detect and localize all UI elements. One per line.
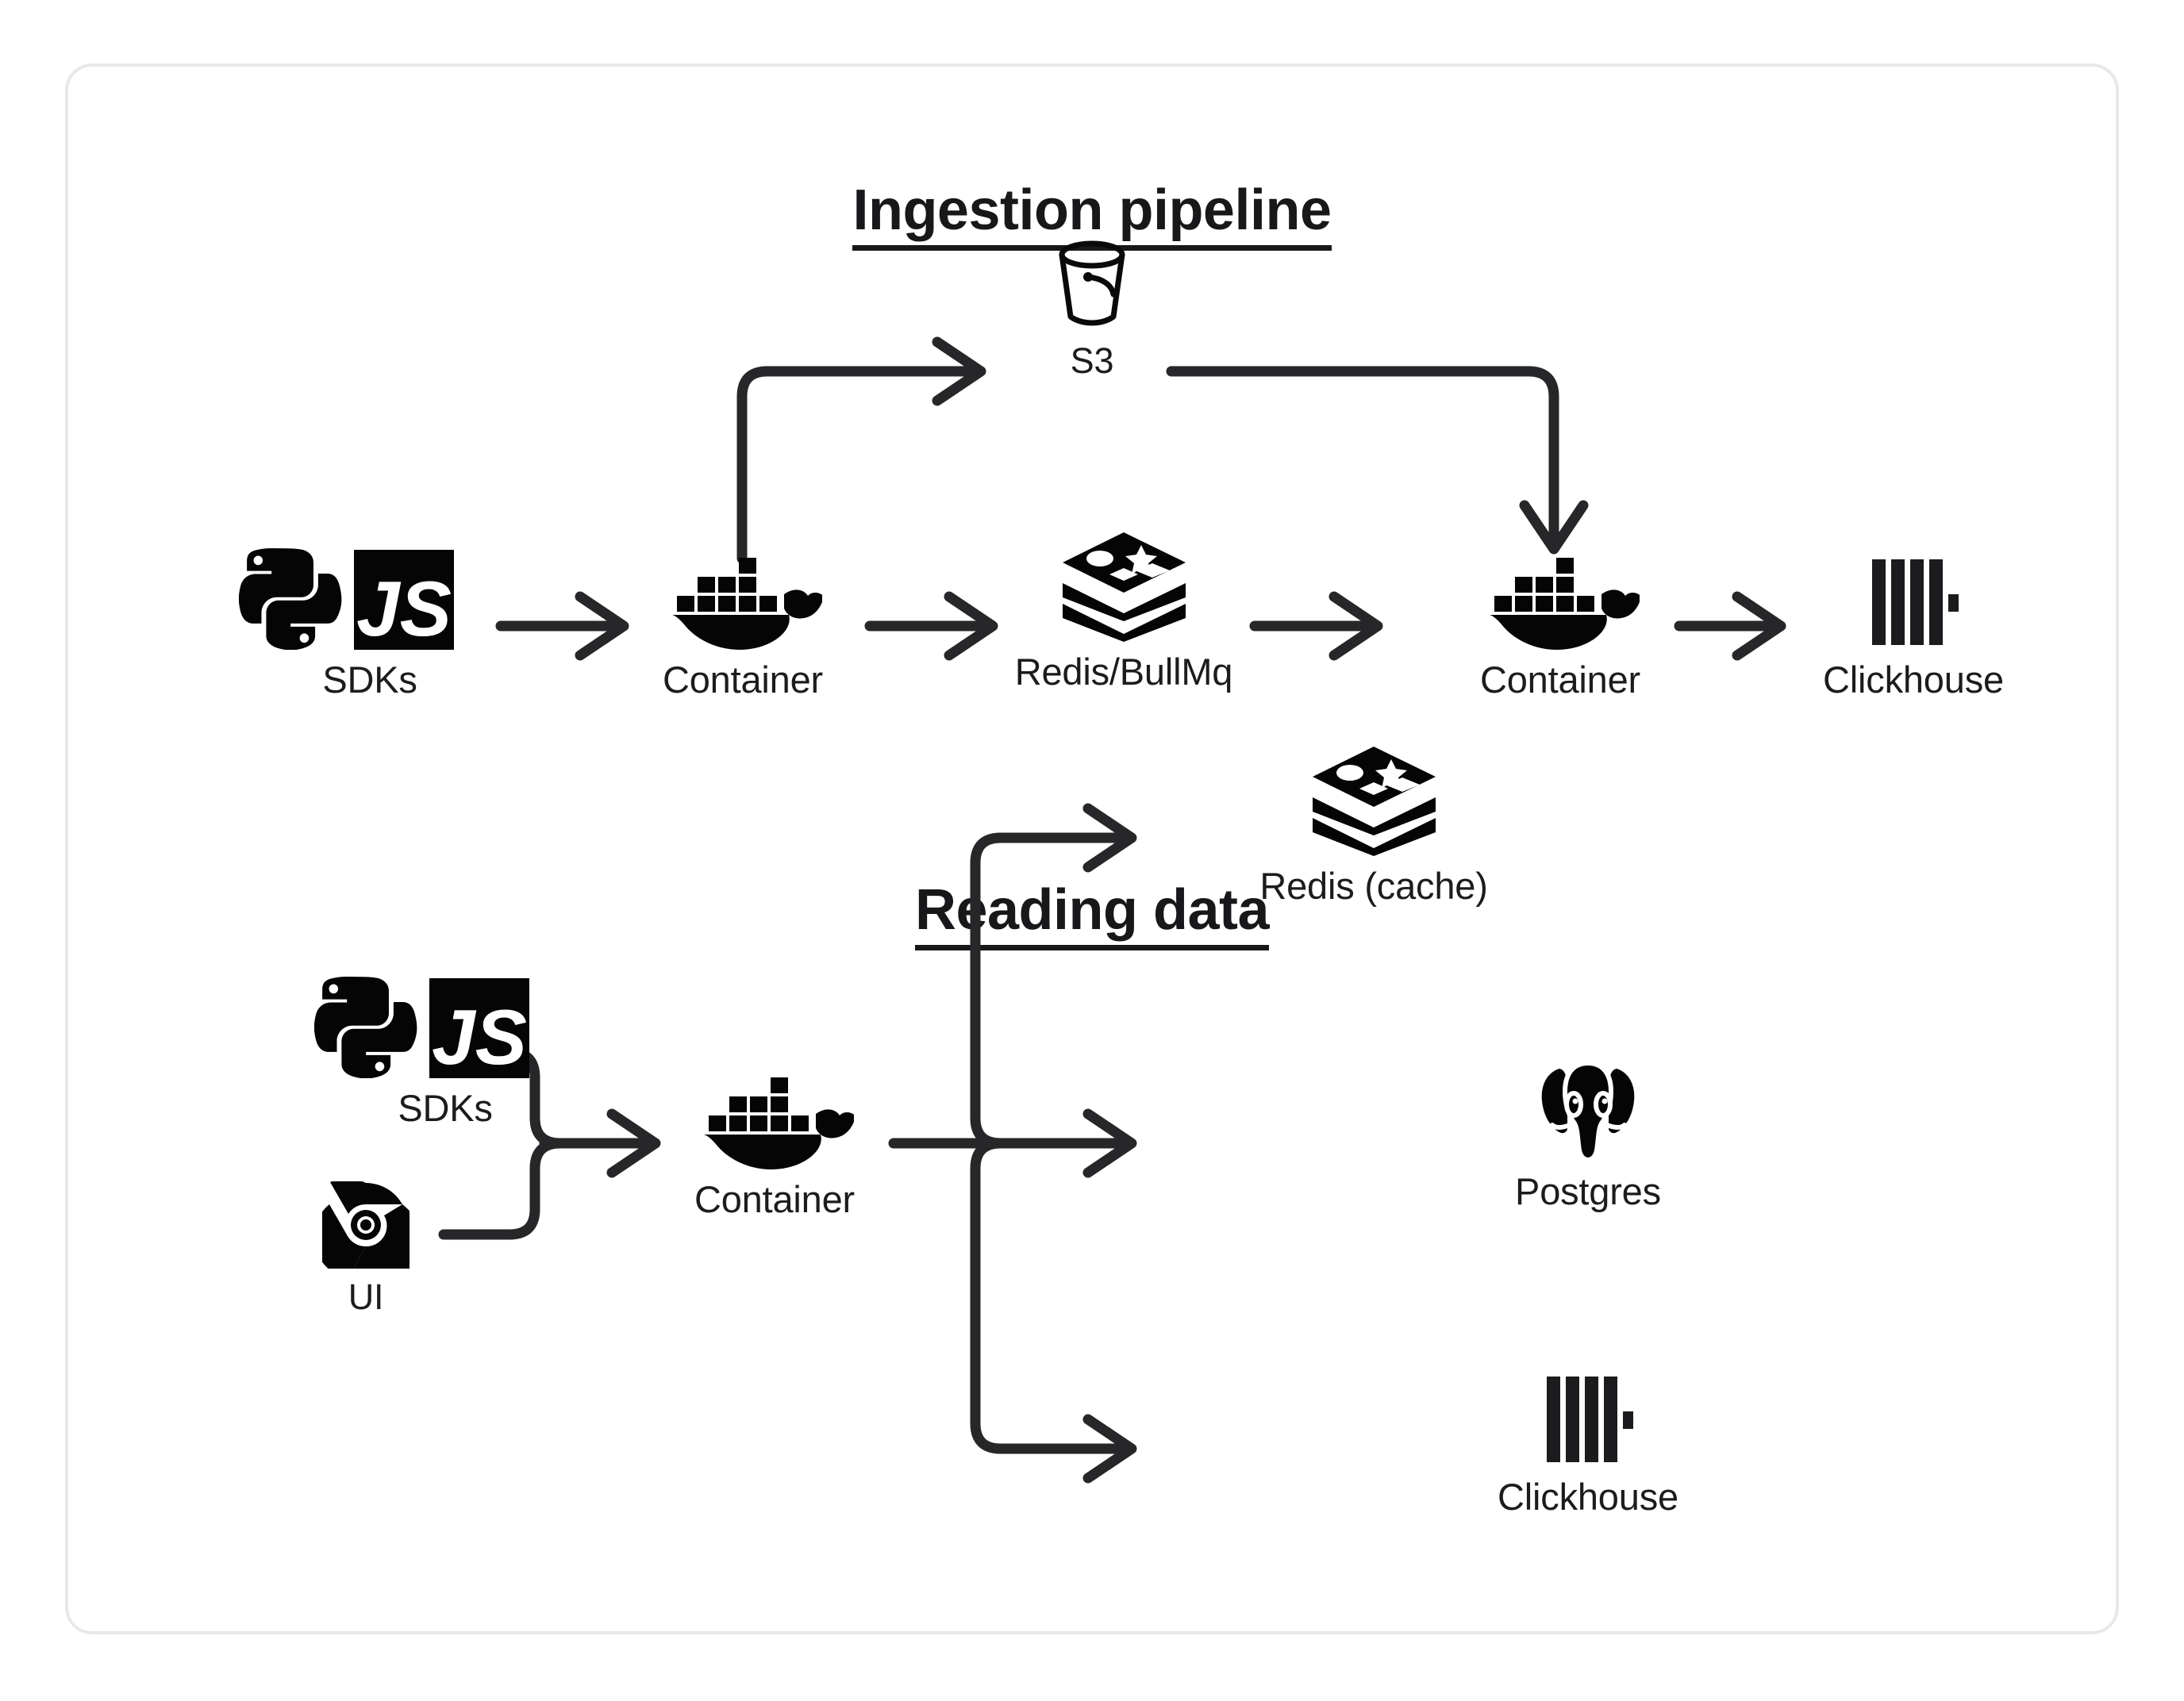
chrome-browser-icon bbox=[322, 1173, 410, 1269]
redis-stack-icon bbox=[1059, 523, 1190, 642]
python-js-logos-icon: JS bbox=[239, 531, 501, 650]
node-redis-bullmq: Redis/BullMq bbox=[993, 523, 1255, 693]
node-label: S3 bbox=[1070, 340, 1114, 381]
node-label: Container bbox=[663, 659, 823, 701]
edge-junction-postgres-head bbox=[1082, 1108, 1137, 1178]
node-label: SDKs bbox=[322, 659, 417, 701]
docker-whale-icon bbox=[1481, 531, 1640, 650]
edge-junction-clickhouse-head bbox=[1082, 1414, 1137, 1484]
postgres-elephant-icon bbox=[1535, 1042, 1642, 1162]
node-label: UI bbox=[348, 1277, 384, 1317]
redis-stack-icon bbox=[1309, 737, 1440, 856]
node-label: Container bbox=[1480, 659, 1640, 701]
s3-bucket-icon bbox=[1040, 237, 1144, 332]
node-label: Postgres bbox=[1515, 1170, 1661, 1212]
edge-container-s3-head bbox=[932, 336, 986, 406]
node-clickhouse-ingestion: Clickhouse bbox=[1790, 531, 2036, 701]
node-label: Container bbox=[694, 1178, 855, 1220]
edge-redis-container2-head bbox=[1328, 591, 1383, 661]
diagram-card: Ingestion pipeline Reading data bbox=[65, 63, 2119, 1634]
node-container-2: Container bbox=[1445, 531, 1675, 701]
python-js-logos-icon: JS bbox=[314, 959, 576, 1078]
section-title-ingestion: Ingestion pipeline bbox=[68, 178, 2116, 251]
node-label: Redis (cache) bbox=[1259, 865, 1488, 907]
node-s3: S3 bbox=[1005, 237, 1179, 382]
section-title-reading: Reading data bbox=[68, 877, 2116, 950]
node-label: SDKs bbox=[398, 1087, 493, 1129]
edge-ui-merge bbox=[438, 1138, 566, 1240]
edge-junction-redis-head bbox=[1082, 803, 1137, 873]
node-redis-cache: Redis (cache) bbox=[1207, 737, 1540, 908]
node-label: Clickhouse bbox=[1823, 659, 2004, 701]
node-container-reading: Container bbox=[659, 1050, 890, 1221]
node-container-1: Container bbox=[628, 531, 858, 701]
svg-text:JS: JS bbox=[432, 993, 527, 1078]
node-label: Redis/BullMq bbox=[1014, 651, 1233, 693]
node-ui: UI bbox=[306, 1173, 425, 1318]
edge-container-redis-head bbox=[944, 591, 998, 661]
docker-whale-icon bbox=[695, 1050, 854, 1169]
edge-sdks-container-head bbox=[575, 591, 629, 661]
node-sdks-reading: JS SDKs bbox=[306, 959, 584, 1130]
edge-s3-container2 bbox=[1166, 366, 1559, 547]
edge-junction-clickhouse bbox=[970, 1138, 1129, 1454]
svg-text:JS: JS bbox=[356, 565, 452, 650]
node-postgres: Postgres bbox=[1481, 1042, 1695, 1213]
edge-container2-clickhouse-head bbox=[1732, 591, 1786, 661]
node-label: Clickhouse bbox=[1498, 1476, 1678, 1518]
clickhouse-bars-icon bbox=[1540, 1348, 1636, 1467]
edge-merge-container3-head bbox=[606, 1108, 661, 1178]
docker-whale-icon bbox=[663, 531, 822, 650]
node-sdks-ingestion: JS SDKs bbox=[231, 531, 509, 701]
clickhouse-bars-icon bbox=[1866, 531, 1961, 650]
node-clickhouse-reading: Clickhouse bbox=[1465, 1348, 1711, 1519]
section-title-ingestion-text: Ingestion pipeline bbox=[852, 179, 1332, 251]
